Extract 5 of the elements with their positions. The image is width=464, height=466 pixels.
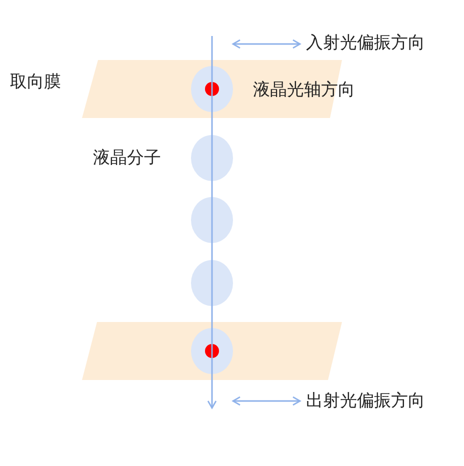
optical-axis-label: 液晶光轴方向 [253, 80, 355, 100]
exit-polarization-label: 出射光偏振方向 [306, 391, 425, 411]
liquid-crystal-molecule-label: 液晶分子 [93, 148, 161, 168]
incident-polarization-label: 入射光偏振方向 [306, 33, 425, 53]
alignment-film-label: 取向膜 [10, 72, 61, 92]
